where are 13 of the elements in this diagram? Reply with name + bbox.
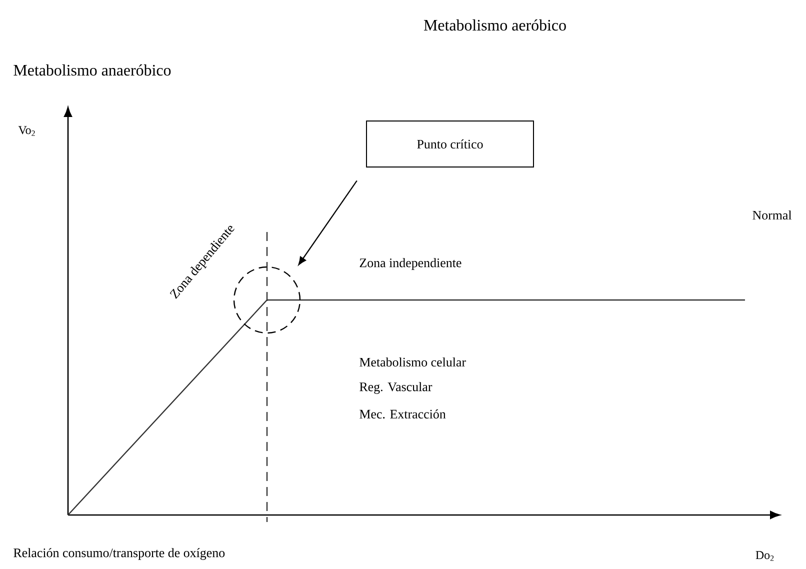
axis-label: Do$_{2}$ [756, 551, 774, 561]
heading: Metabolismo aeróbico [424, 19, 566, 31]
zone-label: Zona independiente [360, 258, 462, 270]
arrow [298, 180, 358, 266]
factor-label: Metabolismo celular [360, 357, 466, 367]
axis-label: Vo$_{2}$ [18, 126, 35, 136]
factor-label: Reg. Vascular [360, 382, 432, 394]
curve-label: Normal [752, 210, 792, 220]
dashed-circle [233, 266, 301, 334]
heading: Metabolismo anaeróbico [14, 64, 171, 76]
critical-point-box: Punto crítico [366, 120, 534, 168]
factor-label: Mec. Extracción [360, 409, 446, 419]
axis-title: Relación consumo/transporte de oxígeno [14, 548, 225, 560]
